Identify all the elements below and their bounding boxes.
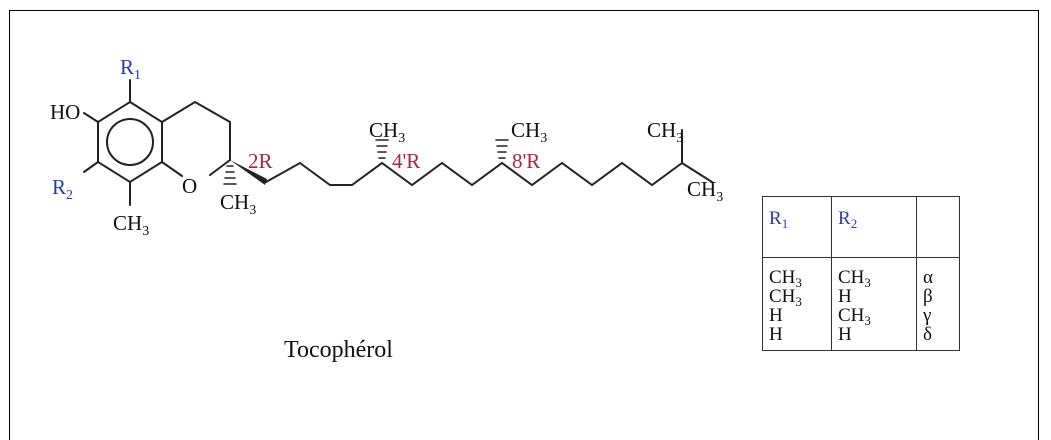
table-row-r2: CH3 (838, 305, 871, 328)
c2-config-label: 2R (248, 149, 273, 173)
c4-config-label: 4'R (392, 149, 420, 173)
r2-label: R2 (52, 175, 73, 203)
header-r1: R1 (762, 196, 832, 258)
table-row-r2: CH3 (838, 267, 871, 290)
header-form (916, 196, 960, 258)
hash-c2 (223, 165, 237, 185)
aromatic-circle (106, 118, 154, 166)
table-row-r1: CH3 (769, 267, 802, 290)
phytyl-chain (265, 161, 683, 187)
table-row-r1: H (769, 324, 783, 345)
table-row-r2: H (838, 324, 852, 345)
hash-c4 (375, 139, 389, 159)
ch3-c8-label: CH3 (511, 118, 547, 146)
table-row-form: γ (923, 305, 932, 326)
tocopherol-structure: R1 HO R2 CH3 O 2R CH3 CH3 4'R CH3 8'R CH… (50, 55, 723, 239)
bond-terminal-ch3-2 (681, 162, 713, 183)
ring-oxygen-label: O (182, 174, 197, 198)
ch3-c4-label: CH3 (369, 118, 405, 146)
ch3-c2-label: CH3 (220, 190, 256, 218)
ho-label: HO (50, 100, 80, 124)
c8-config-label: 8'R (512, 149, 540, 173)
bond-ho (83, 112, 99, 123)
figure-frame (9, 10, 1039, 440)
ch3-ring-label: CH3 (113, 211, 149, 239)
table-header-row: R1 R2 (762, 196, 960, 258)
pyran-ring (161, 100, 231, 176)
bond-r2 (83, 161, 99, 173)
bond-ring-o (161, 161, 183, 177)
table-row-form: β (923, 286, 933, 307)
table-row-form: α (923, 267, 933, 288)
r1-label: R1 (120, 55, 141, 83)
table-row-form: δ (923, 324, 932, 345)
header-r2: R2 (831, 196, 917, 258)
column-r1: CH3 CH3 H H (762, 257, 832, 351)
column-form: α β γ δ (917, 258, 960, 351)
table-row-r2: H (838, 286, 852, 307)
column-r2: CH3 H CH3 H (831, 257, 917, 351)
table-row-r1: H (769, 305, 783, 326)
table-body: CH3 CH3 H H CH3 H CH3 H α β γ δ (762, 257, 960, 351)
ch3-terminal-label-2: CH3 (687, 177, 723, 205)
wedge-c2 (230, 160, 267, 185)
ch3-terminal-label: CH3 (647, 118, 683, 146)
substituent-table: R1 R2 CH3 CH3 H H CH3 H CH3 H α β γ δ (762, 196, 960, 351)
table-row-r1: CH3 (769, 286, 802, 309)
hash-c8 (495, 139, 509, 159)
compound-name: Tocophérol (284, 337, 393, 363)
